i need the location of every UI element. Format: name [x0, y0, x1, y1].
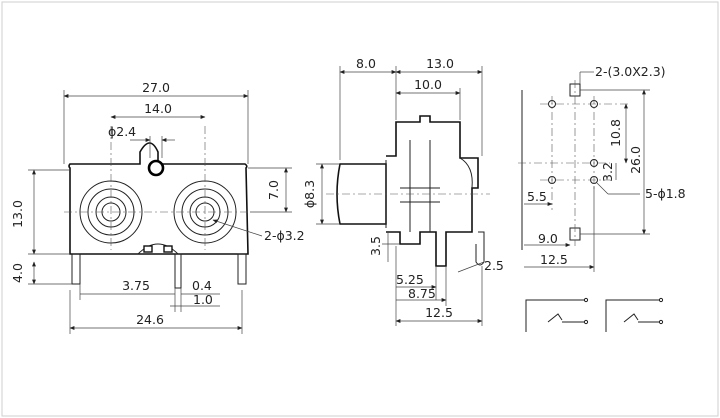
dim-overall-width: 27.0: [142, 80, 170, 95]
schematic-terminal: [658, 319, 664, 325]
pcb-view: 2-(3.0X2.3) 10.8 26.0 3.2 5.5 5-ϕ1.8 9.0…: [518, 64, 686, 272]
dim-pin-offset: 3.5: [368, 236, 383, 256]
notch-block-left: [143, 245, 153, 253]
side-rear-pin: [475, 231, 485, 266]
schematic-terminal: [658, 297, 664, 303]
front-body-outline: [68, 142, 249, 255]
side-body-outline: [386, 115, 479, 267]
schematic-contact-right: [623, 313, 639, 323]
schematic-wire-right: [605, 299, 660, 332]
leader-jack-dia: [212, 219, 263, 237]
dim-offset-c: 12.5: [540, 252, 568, 267]
dim-hole-small: 3.2: [600, 162, 615, 182]
dim-offset-a: 5.5: [527, 189, 547, 204]
front-pin-right: [237, 253, 247, 285]
dim-front-depth: 8.0: [356, 56, 376, 71]
side-sleeve: [336, 163, 387, 225]
dim-base-width: 24.6: [136, 312, 164, 327]
front-pin-center: [174, 253, 182, 289]
schematic-terminal: [583, 319, 589, 325]
dim-hole-spacing-a: 10.8: [608, 119, 623, 147]
dim-jack-center-height: 7.0: [266, 180, 281, 200]
schematic-terminal: [583, 297, 589, 303]
dim-offset-b: 9.0: [538, 231, 558, 246]
side-rear-curve: [459, 157, 473, 189]
dim-pin-1: 5.25: [396, 272, 424, 287]
dim-total-depth: 13.0: [426, 56, 454, 71]
dim-hole-spacing-b: 26.0: [628, 146, 643, 174]
schematic-contact-left: [547, 313, 563, 323]
leader-round-holes: [596, 182, 609, 195]
side-view: 8.0 13.0 10.0 ϕ8.3 3.5 2.5 5.25 8.75: [302, 56, 504, 326]
dim-pin-pitch: 3.75: [122, 278, 150, 293]
leader-25: [457, 261, 485, 273]
dim-tail: 2.5: [484, 258, 504, 273]
front-view: 27.0 14.0 ϕ2.4 13.0 7.0 2-ϕ3.2 4.0 3.75: [10, 80, 305, 334]
dim-slot-holes: 2-(3.0X2.3): [595, 64, 666, 79]
ground-tab-hole: [147, 159, 165, 177]
dim-round-holes: 5-ϕ1.8: [645, 186, 686, 201]
dim-rear-depth: 10.0: [414, 77, 442, 92]
switch-schematic: [525, 297, 664, 332]
dim-pin-height: 4.0: [10, 263, 25, 283]
dim-center-spacing: 14.0: [144, 101, 172, 116]
dim-body-height: 13.0: [10, 200, 25, 228]
dim-sleeve-dia: ϕ8.3: [302, 180, 317, 208]
schematic-wire-left: [525, 299, 585, 332]
dim-pin-2: 8.75: [408, 286, 436, 301]
dim-pin-gap: 1.0: [193, 292, 213, 307]
notch-block-right: [163, 245, 173, 253]
front-pin-left: [71, 253, 81, 285]
dim-pin-width: 0.4: [192, 278, 212, 293]
dim-jack-dia: 2-ϕ3.2: [264, 228, 305, 243]
dim-ground-tab-dia: ϕ2.4: [108, 124, 136, 139]
front-bottom-notch: [137, 243, 179, 255]
dim-base-depth: 12.5: [425, 305, 453, 320]
